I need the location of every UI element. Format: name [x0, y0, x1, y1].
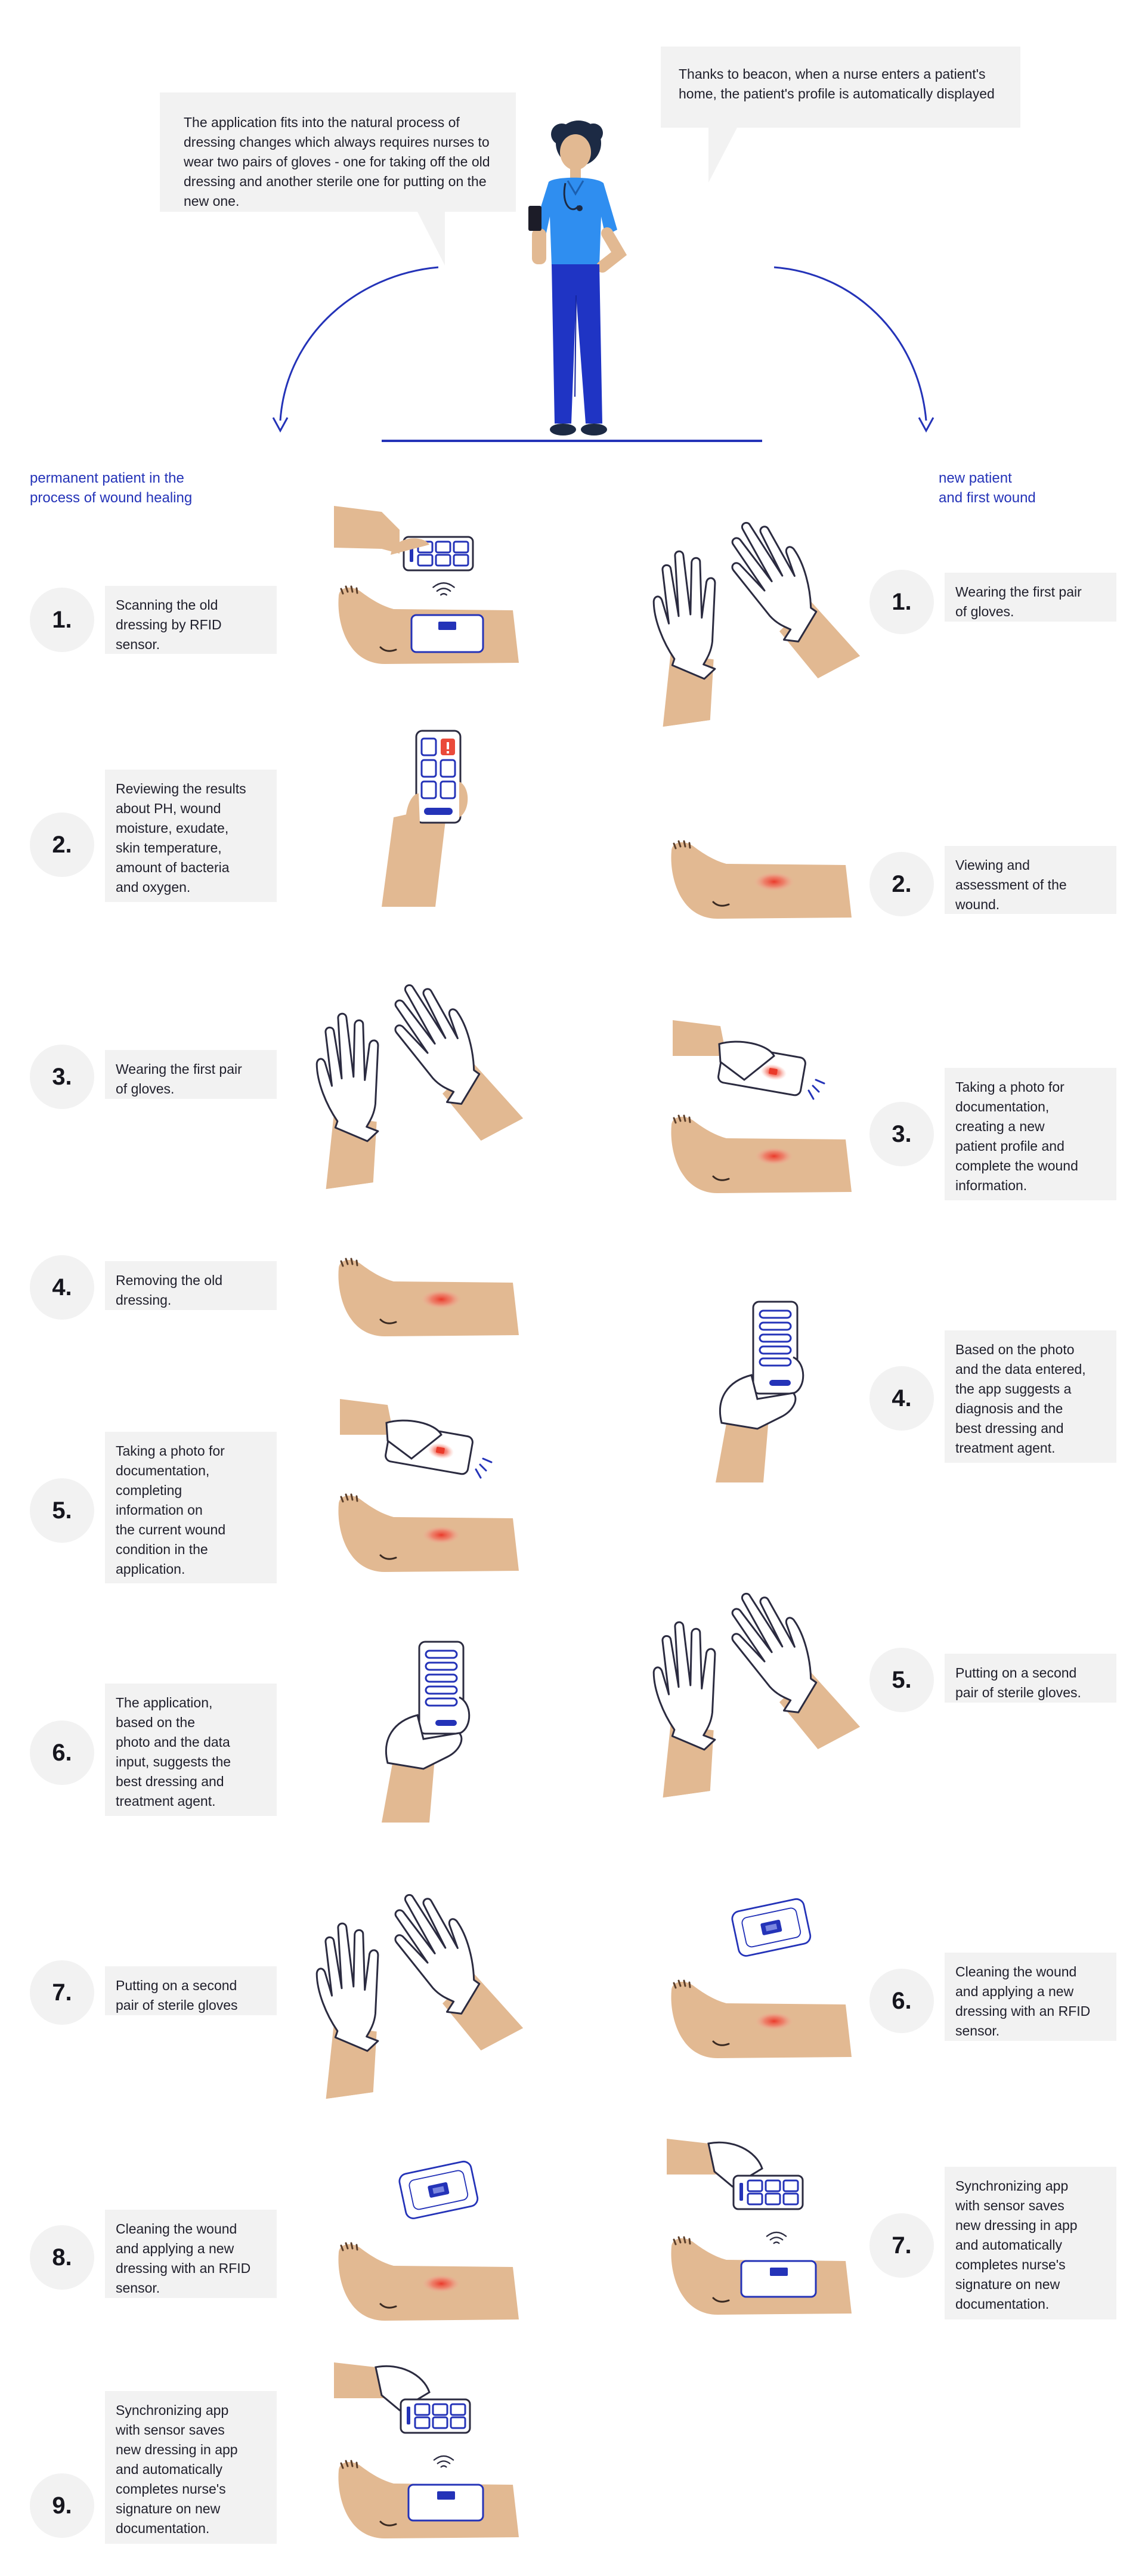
phone-sync-foot-sensor-icon	[667, 2139, 853, 2315]
right-step-3-text: Taking a photo for documentation, creati…	[945, 1068, 1116, 1200]
intro-right-text: Thanks to beacon, when a nurse enters a …	[679, 66, 995, 101]
intro-bubble-left: The application fits into the natural pr…	[160, 92, 516, 212]
branch-label-right: new patient and first wound	[939, 449, 1036, 508]
branch-left-text: permanent patient in the process of woun…	[30, 470, 193, 506]
branch-right-text: new patient and first wound	[939, 470, 1036, 506]
right-step-2-number: 2.	[869, 852, 934, 916]
wounded-foot-icon	[337, 1258, 520, 1336]
right-step-1-number: 1.	[869, 570, 934, 634]
right-step-7-number: 7.	[869, 2213, 934, 2278]
gloved-hand-phone-icon	[382, 1641, 471, 1823]
right-step-2-text: Viewing and assessment of the wound.	[945, 846, 1116, 914]
right-step-7-text: Synchronizing app with sensor saves new …	[945, 2167, 1116, 2319]
gloved-hands-icon	[301, 966, 524, 1190]
dressing-over-foot-icon	[670, 1897, 853, 2058]
branch-arrows	[272, 266, 934, 442]
hand-holding-phone-alert-icon	[382, 730, 468, 907]
wounded-foot-icon	[670, 840, 853, 919]
phone-photo-foot-icon	[670, 1020, 853, 1193]
right-step-4-number: 4.	[869, 1366, 934, 1431]
gloved-hand-phone-icon	[716, 1301, 804, 1482]
right-step-3-number: 3.	[869, 1102, 934, 1166]
left-step-2-text: Reviewing the results about PH, wound mo…	[105, 770, 277, 902]
left-step-3-number: 3.	[30, 1045, 94, 1109]
phone-sync-foot-sensor-icon	[334, 2362, 520, 2538]
left-step-7-number: 7.	[30, 1960, 94, 2025]
left-step-2-number: 2.	[30, 813, 94, 877]
left-step-8-number: 8.	[30, 2225, 94, 2290]
branch-label-left: permanent patient in the process of woun…	[30, 449, 192, 508]
right-step-4-text: Based on the photo and the data entered,…	[945, 1330, 1116, 1463]
left-step-6-text: The application, based on the photo and …	[105, 1684, 277, 1816]
left-step-9-text: Synchronizing app with sensor saves new …	[105, 2391, 277, 2544]
left-step-4-number: 4.	[30, 1255, 94, 1320]
right-step-5-text: Putting on a second pair of sterile glov…	[945, 1654, 1116, 1703]
left-step-8-text: Cleaning the wound and applying a new dr…	[105, 2210, 277, 2298]
right-step-1-text: Wearing the first pair of gloves.	[945, 573, 1116, 622]
left-step-3-text: Wearing the first pair of gloves.	[105, 1050, 277, 1099]
gloved-hands-icon	[638, 1574, 861, 1799]
right-step-5-number: 5.	[869, 1648, 934, 1712]
nurse-icon	[528, 121, 627, 435]
left-step-1-text: Scanning the old dressing by RFID sensor…	[105, 586, 277, 654]
left-step-1-number: 1.	[30, 588, 94, 652]
left-step-4-text: Removing the old dressing.	[105, 1261, 277, 1310]
right-step-6-text: Cleaning the wound and applying a new dr…	[945, 1953, 1116, 2041]
left-step-5-text: Taking a photo for documentation, comple…	[105, 1432, 277, 1583]
dressing-over-foot-icon	[337, 2159, 520, 2321]
intro-left-text: The application fits into the natural pr…	[184, 115, 490, 209]
intro-bubble-right: Thanks to beacon, when a nurse enters a …	[661, 47, 1020, 128]
phone-scanning-foot-sensor-icon	[334, 506, 520, 664]
intro-right-tail	[708, 128, 737, 183]
gloved-hands-icon	[301, 1876, 524, 2100]
left-step-9-number: 9.	[30, 2473, 94, 2538]
left-step-5-number: 5.	[30, 1478, 94, 1543]
left-step-7-text: Putting on a second pair of sterile glov…	[105, 1966, 277, 2015]
intro-left-tail	[417, 212, 445, 265]
phone-photo-foot-icon	[337, 1399, 520, 1572]
right-step-6-number: 6.	[869, 1969, 934, 2033]
gloved-hands-icon	[638, 504, 861, 728]
left-step-6-number: 6.	[30, 1721, 94, 1785]
